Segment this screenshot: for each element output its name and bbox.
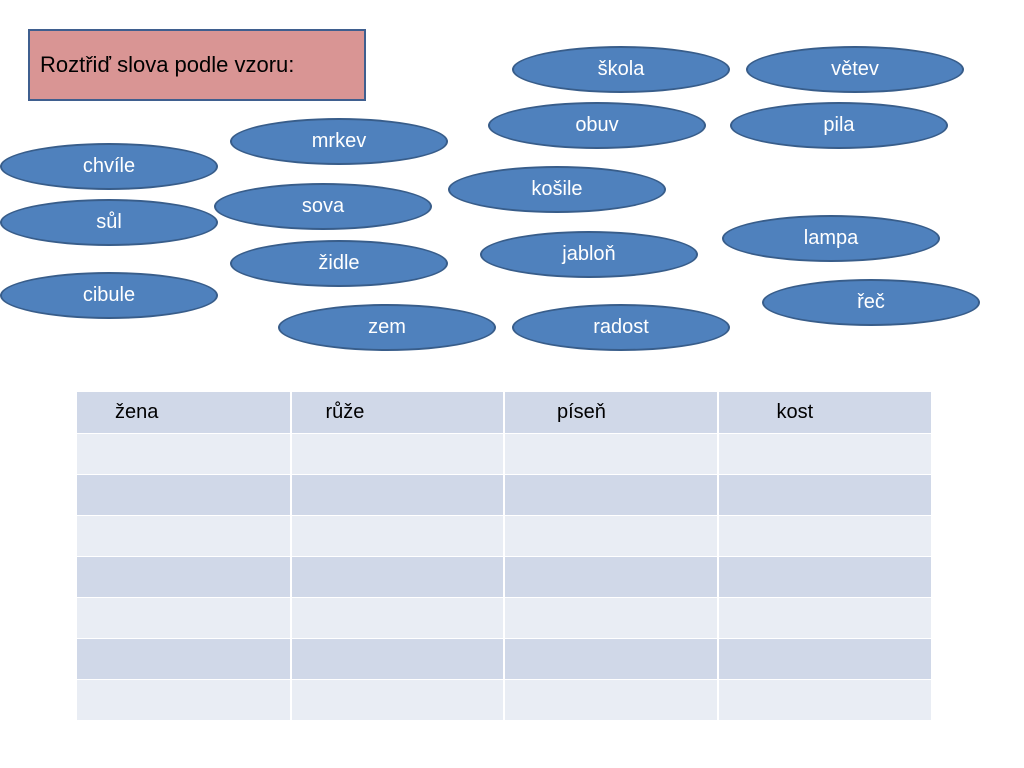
table-row (77, 433, 931, 475)
table-cell[interactable] (504, 679, 719, 721)
table-cell[interactable] (77, 433, 292, 475)
table-cell[interactable] (504, 433, 719, 475)
table-cell[interactable] (290, 556, 505, 598)
word-oval-chvile[interactable]: chvíle (0, 143, 218, 190)
table-cell[interactable] (504, 515, 719, 557)
table-cell[interactable] (77, 515, 292, 557)
table-cell[interactable] (290, 679, 505, 721)
table-row (77, 679, 931, 721)
word-oval-sova[interactable]: sova (214, 183, 432, 230)
table-cell[interactable] (290, 597, 505, 639)
table-cell[interactable] (290, 474, 505, 516)
table-cell[interactable] (717, 556, 931, 598)
table-cell[interactable] (717, 679, 931, 721)
table-cell[interactable] (77, 474, 292, 516)
table-cell[interactable] (290, 433, 505, 475)
instruction-box: Roztřiď slova podle vzoru: (28, 29, 366, 101)
table-cell[interactable] (290, 515, 505, 557)
sorting-table: žena růže píseň kost (77, 392, 931, 721)
word-oval-rec[interactable]: řeč (762, 279, 980, 326)
word-oval-skola[interactable]: škola (512, 46, 730, 93)
table-cell[interactable] (77, 597, 292, 639)
table-row (77, 638, 931, 680)
word-oval-vetev[interactable]: větev (746, 46, 964, 93)
table-cell[interactable] (717, 433, 931, 475)
table-row (77, 556, 931, 598)
table-cell[interactable] (717, 515, 931, 557)
table-cell[interactable] (504, 474, 719, 516)
table-cell[interactable] (717, 474, 931, 516)
table-body (77, 433, 931, 721)
header-kost: kost (717, 392, 931, 434)
word-oval-jablon[interactable]: jabloň (480, 231, 698, 278)
word-oval-zem[interactable]: zem (278, 304, 496, 351)
word-oval-sul[interactable]: sůl (0, 199, 218, 246)
word-oval-pila[interactable]: pila (730, 102, 948, 149)
table-cell[interactable] (504, 638, 719, 680)
table-cell[interactable] (77, 638, 292, 680)
table-row (77, 515, 931, 557)
word-oval-zidle[interactable]: židle (230, 240, 448, 287)
table-header-row: žena růže píseň kost (77, 392, 931, 434)
table-cell[interactable] (504, 597, 719, 639)
word-oval-mrkev[interactable]: mrkev (230, 118, 448, 165)
table-cell[interactable] (717, 638, 931, 680)
word-oval-kosile[interactable]: košile (448, 166, 666, 213)
word-oval-radost[interactable]: radost (512, 304, 730, 351)
word-oval-lampa[interactable]: lampa (722, 215, 940, 262)
instruction-text: Roztřiď slova podle vzoru: (40, 52, 295, 77)
header-pisen: píseň (504, 392, 719, 434)
word-oval-cibule[interactable]: cibule (0, 272, 218, 319)
table-cell[interactable] (290, 638, 505, 680)
header-zena: žena (77, 392, 292, 434)
table-row (77, 474, 931, 516)
header-ruze: růže (290, 392, 505, 434)
table-cell[interactable] (717, 597, 931, 639)
table-cell[interactable] (77, 679, 292, 721)
table-row (77, 597, 931, 639)
table-cell[interactable] (504, 556, 719, 598)
word-oval-obuv[interactable]: obuv (488, 102, 706, 149)
table-cell[interactable] (77, 556, 292, 598)
